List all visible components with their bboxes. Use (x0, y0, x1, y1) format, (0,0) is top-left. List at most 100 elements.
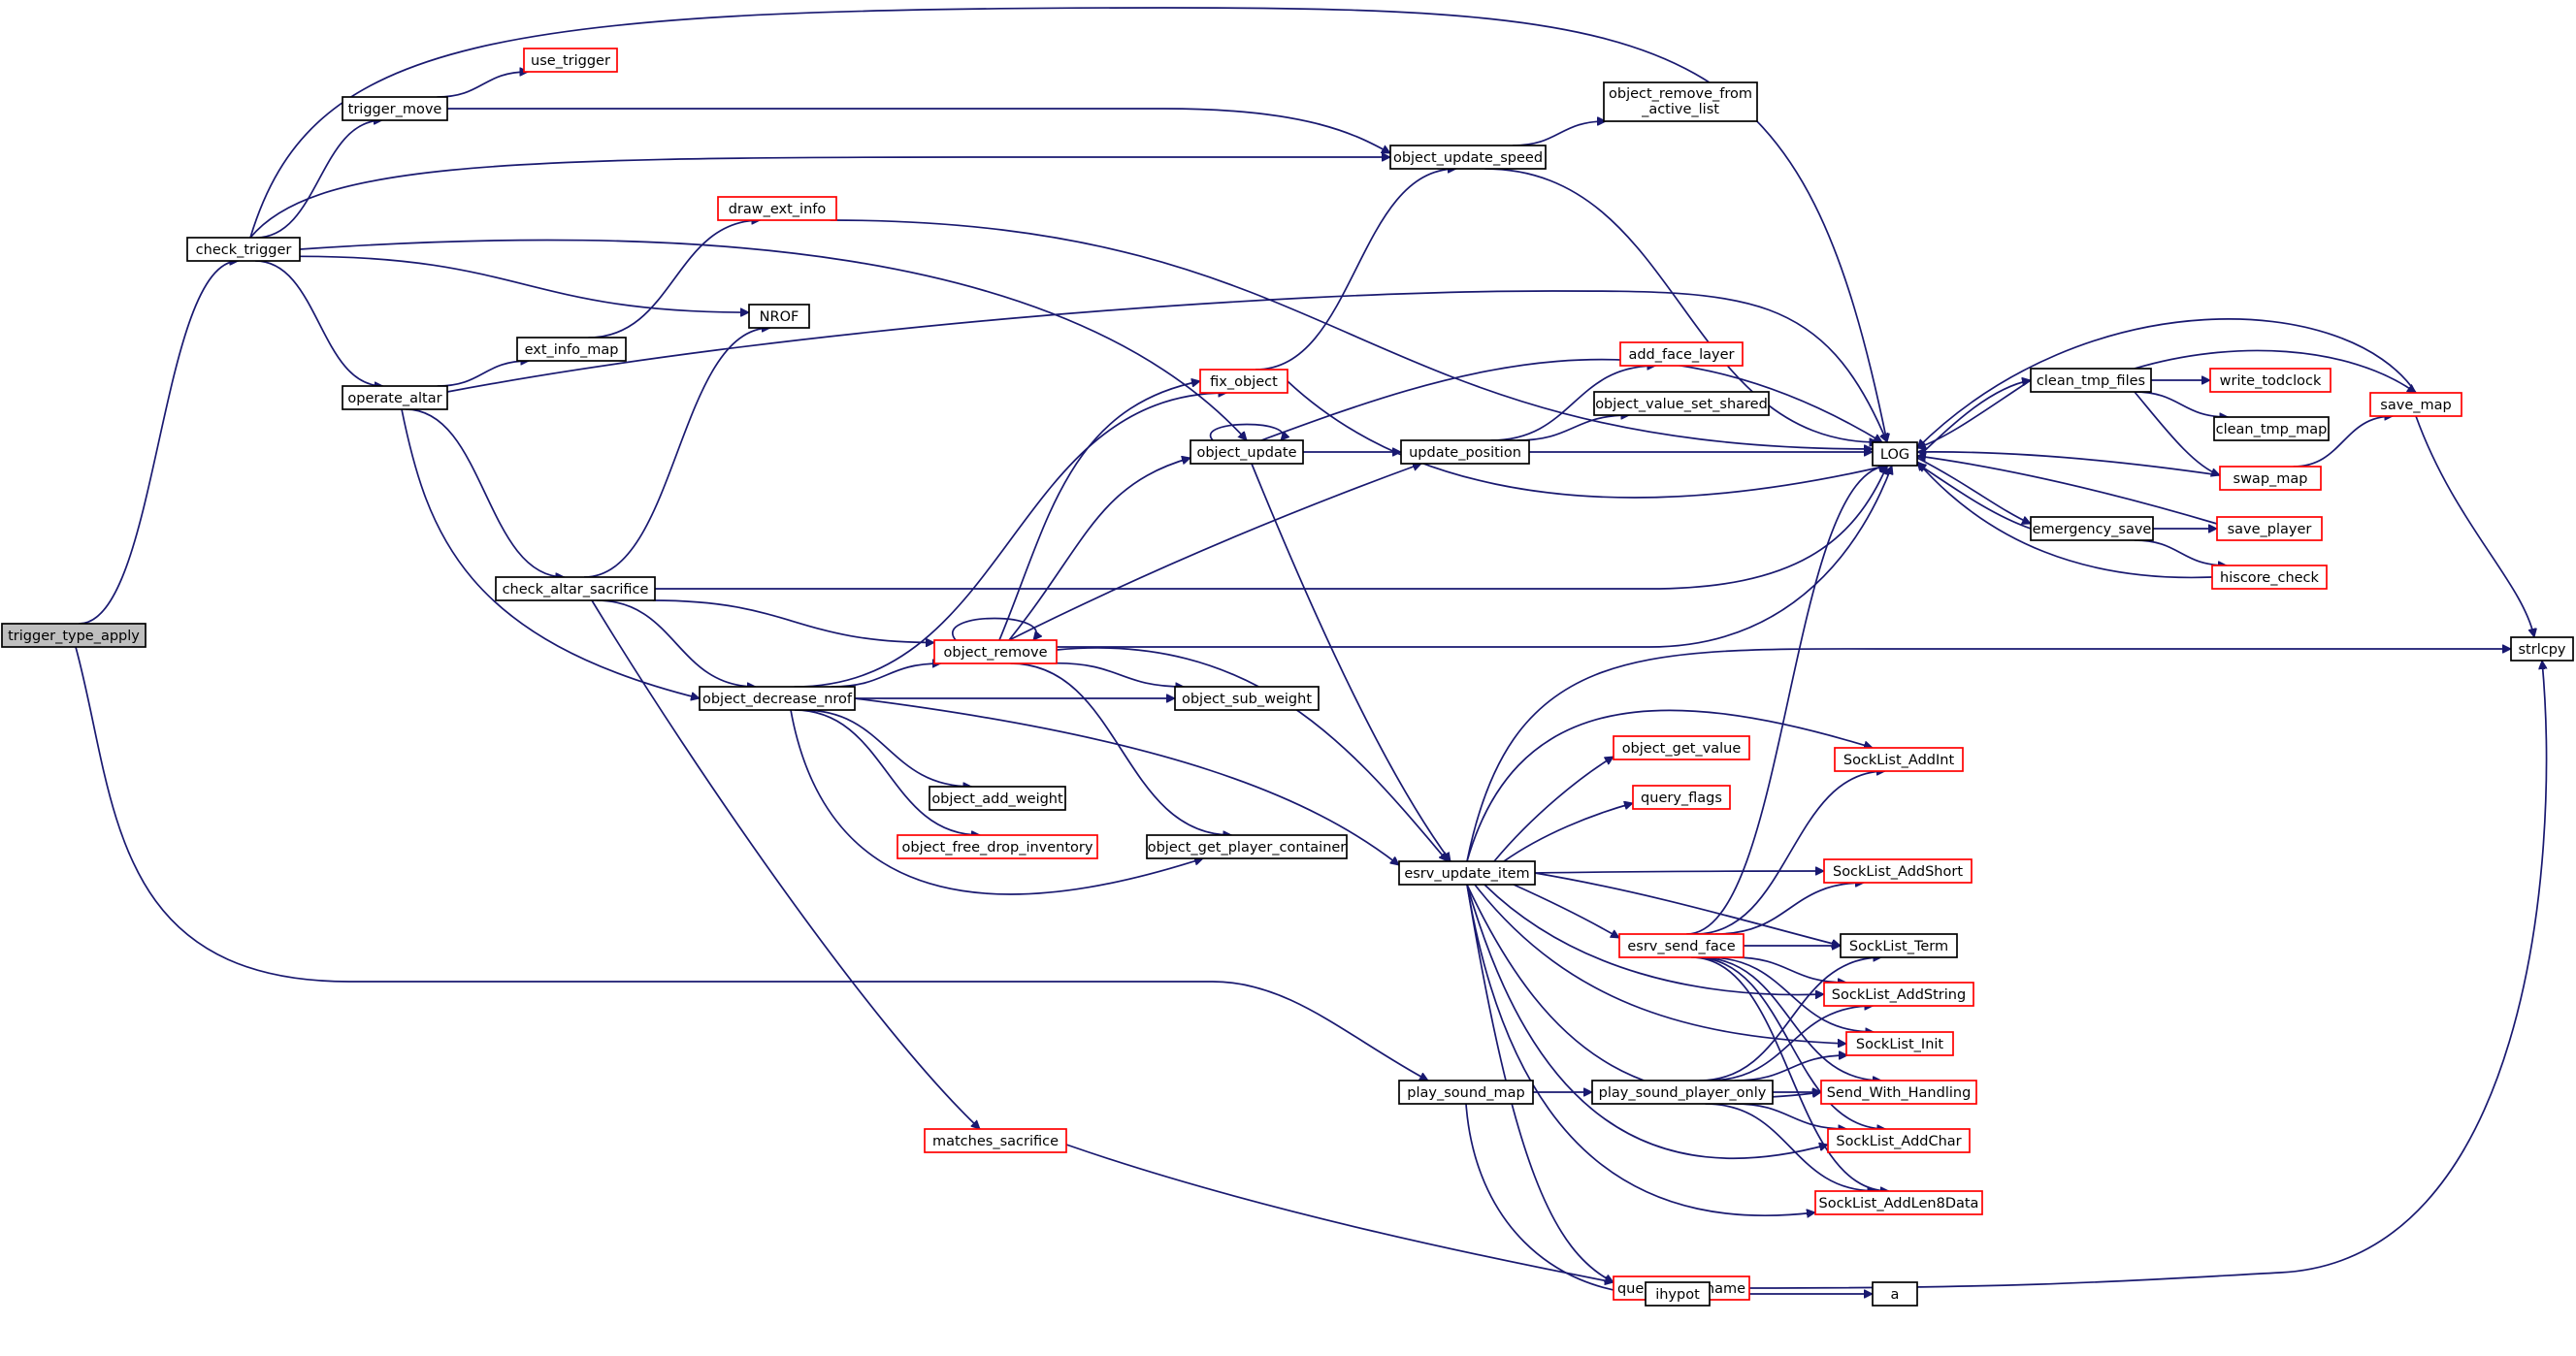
node-box[interactable] (1872, 441, 1918, 467)
node-box[interactable] (1398, 860, 1536, 886)
node-box[interactable] (2211, 565, 2328, 590)
node-box[interactable] (2030, 368, 2152, 393)
node-box[interactable] (1645, 1281, 1711, 1307)
node-box[interactable] (1199, 369, 1288, 394)
node-box[interactable] (924, 1128, 1067, 1153)
node-box[interactable] (1174, 686, 1320, 711)
node-box[interactable] (1389, 145, 1547, 170)
node-check_trigger[interactable]: check_trigger (186, 237, 301, 262)
node-esrv_update_item[interactable]: esrv_update_item (1398, 860, 1536, 886)
node-esrv_send_face[interactable]: esrv_send_face (1618, 933, 1745, 958)
node-box[interactable] (1834, 747, 1964, 772)
node-box[interactable] (1400, 439, 1530, 465)
node-box[interactable] (1190, 439, 1304, 465)
node-object_remove_from_active_list[interactable]: object_remove_from_active_list (1603, 81, 1758, 122)
node-a[interactable]: a (1872, 1281, 1918, 1307)
node-write_todclock[interactable]: write_todclock (2209, 368, 2331, 393)
node-object_add_weight[interactable]: object_add_weight (929, 786, 1066, 811)
node-object_decrease_nrof[interactable]: object_decrease_nrof (699, 686, 856, 711)
edge-path (831, 663, 941, 688)
node-box[interactable] (1840, 933, 1958, 958)
node-object_get_value[interactable]: object_get_value (1613, 735, 1750, 760)
node-box[interactable] (1, 623, 147, 648)
node-NROF[interactable]: NROF (748, 304, 810, 329)
node-use_trigger[interactable]: use_trigger (523, 48, 618, 73)
node-trigger_type_apply[interactable]: trigger_type_apply (1, 623, 147, 648)
node-strlcpy[interactable]: strlcpy (2510, 636, 2574, 662)
node-SockList_AddLen8Data[interactable]: SockList_AddLen8Data (1814, 1190, 1983, 1215)
node-object_free_drop_inventory[interactable]: object_free_drop_inventory (897, 834, 1098, 859)
node-box[interactable] (1845, 1031, 1954, 1056)
node-box[interactable] (1146, 834, 1348, 859)
node-SockList_AddChar[interactable]: SockList_AddChar (1827, 1128, 1971, 1153)
node-save_player[interactable]: save_player (2216, 516, 2323, 541)
node-query_flags[interactable]: query_flags (1632, 785, 1731, 810)
node-box[interactable] (933, 639, 1058, 664)
node-hiscore_check[interactable]: hiscore_check (2211, 565, 2328, 590)
node-ihypot[interactable]: ihypot (1645, 1281, 1711, 1307)
node-box[interactable] (1398, 1080, 1534, 1105)
node-ext_info_map[interactable]: ext_info_map (516, 337, 627, 362)
node-object_update_speed[interactable]: object_update_speed (1389, 145, 1547, 170)
node-SockList_Term[interactable]: SockList_Term (1840, 933, 1958, 958)
node-box[interactable] (2219, 466, 2322, 491)
node-box[interactable] (1619, 341, 1744, 367)
node-box[interactable] (1823, 982, 1974, 1007)
node-object_value_set_shared[interactable]: object_value_set_shared (1593, 391, 1770, 416)
node-box[interactable] (1593, 391, 1770, 416)
node-box[interactable] (1872, 1281, 1918, 1307)
node-swap_map[interactable]: swap_map (2219, 466, 2322, 491)
node-update_position[interactable]: update_position (1400, 439, 1530, 465)
node-object_sub_weight[interactable]: object_sub_weight (1174, 686, 1320, 711)
node-check_altar_sacrifice[interactable]: check_altar_sacrifice (495, 576, 656, 601)
node-SockList_Init[interactable]: SockList_Init (1845, 1031, 1954, 1056)
node-box[interactable] (1823, 858, 1973, 884)
node-box[interactable] (1613, 735, 1750, 760)
node-box[interactable] (1820, 1080, 1977, 1105)
node-operate_altar[interactable]: operate_altar (342, 385, 448, 410)
node-box[interactable] (2209, 368, 2331, 393)
node-box[interactable] (717, 196, 837, 221)
node-box[interactable] (748, 304, 810, 329)
node-box[interactable] (523, 48, 618, 73)
node-box[interactable] (2216, 516, 2323, 541)
node-add_face_layer[interactable]: add_face_layer (1619, 341, 1744, 367)
node-box[interactable] (342, 385, 448, 410)
node-trigger_move[interactable]: trigger_move (342, 96, 448, 121)
node-box[interactable] (2369, 392, 2462, 417)
node-box[interactable] (495, 576, 656, 601)
node-object_get_player_container[interactable]: object_get_player_container (1146, 834, 1348, 859)
node-clean_tmp_map[interactable]: clean_tmp_map (2213, 416, 2330, 441)
node-play_sound_map[interactable]: play_sound_map (1398, 1080, 1534, 1105)
node-fix_object[interactable]: fix_object (1199, 369, 1288, 394)
node-box[interactable] (2213, 416, 2330, 441)
node-box[interactable] (929, 786, 1066, 811)
node-play_sound_player_only[interactable]: play_sound_player_only (1591, 1080, 1774, 1105)
node-box[interactable] (1591, 1080, 1774, 1105)
node-emergency_save[interactable]: emergency_save (2030, 516, 2154, 541)
node-box[interactable] (186, 237, 301, 262)
node-box[interactable] (1827, 1128, 1971, 1153)
node-box[interactable] (1603, 81, 1758, 122)
node-box[interactable] (1632, 785, 1731, 810)
node-SockList_AddInt[interactable]: SockList_AddInt (1834, 747, 1964, 772)
node-box[interactable] (342, 96, 448, 121)
node-clean_tmp_files[interactable]: clean_tmp_files (2030, 368, 2152, 393)
node-box[interactable] (2030, 516, 2154, 541)
node-object_remove[interactable]: object_remove (933, 639, 1058, 664)
node-save_map[interactable]: save_map (2369, 392, 2462, 417)
node-Send_With_Handling[interactable]: Send_With_Handling (1820, 1080, 1977, 1105)
node-SockList_AddShort[interactable]: SockList_AddShort (1823, 858, 1973, 884)
node-box[interactable] (699, 686, 856, 711)
node-label: update_position (1409, 445, 1521, 461)
node-box[interactable] (1618, 933, 1745, 958)
node-matches_sacrifice[interactable]: matches_sacrifice (924, 1128, 1067, 1153)
node-SockList_AddString[interactable]: SockList_AddString (1823, 982, 1974, 1007)
node-box[interactable] (516, 337, 627, 362)
node-object_update[interactable]: object_update (1190, 439, 1304, 465)
node-box[interactable] (2510, 636, 2574, 662)
node-LOG[interactable]: LOG (1872, 441, 1918, 467)
node-draw_ext_info[interactable]: draw_ext_info (717, 196, 837, 221)
node-box[interactable] (1814, 1190, 1983, 1215)
node-box[interactable] (897, 834, 1098, 859)
